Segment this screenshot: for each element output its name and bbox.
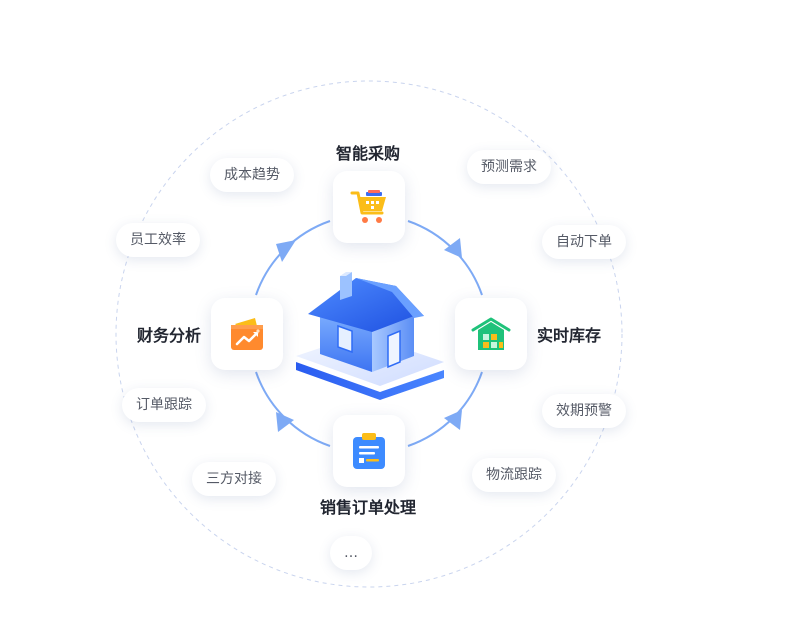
feature-pill-more: …: [330, 536, 372, 570]
module-tile-finance: [211, 298, 283, 370]
feature-pill-order-tracking: 订单跟踪: [122, 388, 206, 422]
arrowhead-top-right: [444, 238, 462, 258]
feature-pill-logistics-tracking: 物流跟踪: [472, 458, 556, 492]
house-door: [387, 329, 401, 369]
module-title-sales: 销售订单处理: [319, 498, 417, 517]
feature-pill-auto-order: 自动下单: [542, 225, 626, 259]
clipboard-icon: [353, 433, 385, 469]
house-icon: [296, 272, 444, 400]
house-roof-ridge: [356, 278, 424, 318]
feature-pill-cost-trend: 成本趋势: [210, 158, 294, 192]
house-chimney-top: [340, 272, 352, 276]
cycle-arrowheads: [276, 238, 462, 432]
arc-sales-to-finance: [255, 371, 331, 447]
feature-pill-expiry-warning: 效期预警: [542, 394, 626, 428]
house-base-side: [296, 362, 444, 400]
module-tile-sales: [333, 415, 405, 487]
arrowhead-bottom-right: [444, 410, 462, 430]
feature-pill-third-party: 三方对接: [192, 462, 276, 496]
module-title-finance: 财务分析: [136, 326, 202, 345]
wallet-chart-icon: [231, 318, 263, 350]
arc-purchase-to-inventory: [407, 220, 483, 296]
warehouse-icon: [471, 317, 511, 350]
house-window: [337, 324, 353, 354]
arrowhead-top-left: [276, 240, 296, 262]
feature-pill-demand-forecast: 预测需求: [467, 150, 551, 184]
outer-dashed-ring: [115, 80, 623, 588]
module-tile-inventory: [455, 298, 527, 370]
module-title-inventory: 实时库存: [536, 326, 602, 345]
shopping-cart-icon: [350, 190, 386, 223]
arrowhead-bottom-left: [276, 412, 294, 432]
module-tile-purchase: [333, 171, 405, 243]
module-title-purchase: 智能采购: [335, 144, 401, 163]
arc-finance-to-purchase: [255, 220, 331, 296]
house-chimney: [340, 272, 352, 300]
feature-pill-staff-efficiency: 员工效率: [116, 223, 200, 257]
